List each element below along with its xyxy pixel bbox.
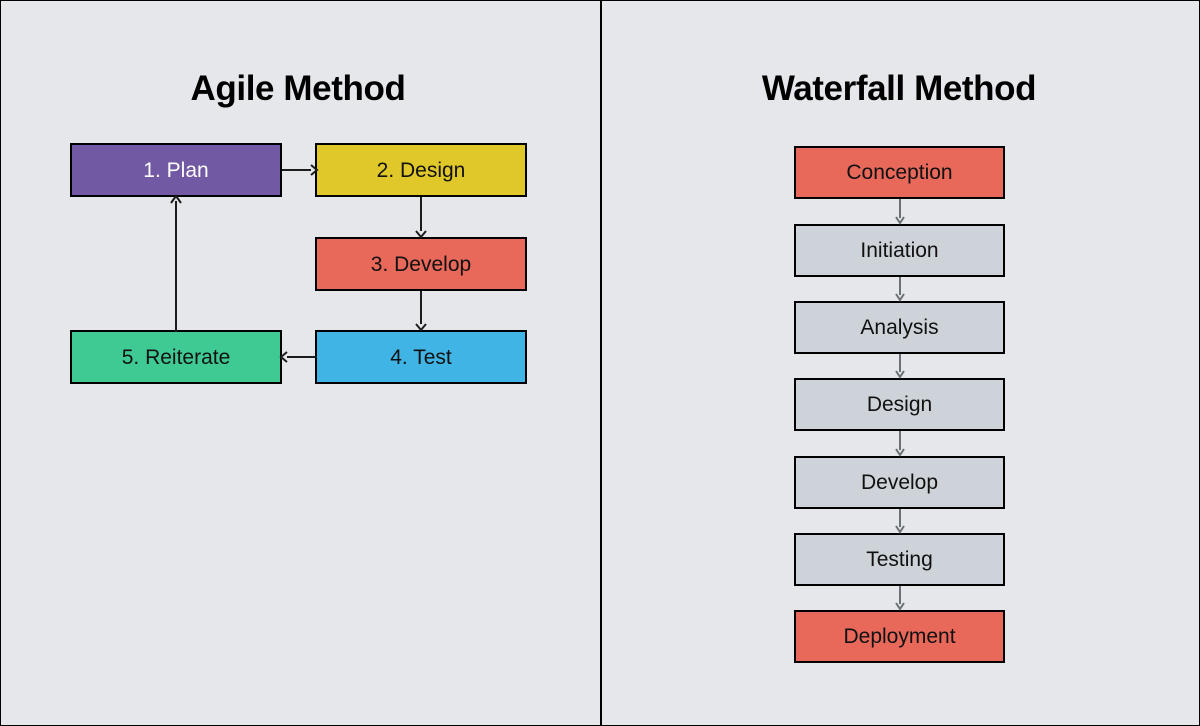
node-label: Analysis — [860, 316, 939, 339]
node-label: Testing — [866, 548, 933, 571]
arrow-develop-to-testing — [888, 509, 912, 534]
arrow-plan-to-design — [282, 158, 319, 182]
waterfall-node-deployment[interactable]: Deployment — [794, 610, 1005, 663]
arrow-design-to-develop — [888, 431, 912, 457]
waterfall-node-design[interactable]: Design — [794, 378, 1005, 431]
waterfall-panel-title: Waterfall Method — [761, 69, 1037, 108]
arrow-testing-to-deployment — [888, 586, 912, 611]
arrow-conception-to-initiation — [888, 199, 912, 225]
arrow-initiation-to-analysis — [888, 277, 912, 302]
node-label: 4. Test — [390, 345, 452, 369]
agile-node-2-design[interactable]: 2. Design — [315, 143, 527, 197]
node-label: Design — [866, 393, 933, 416]
agile-node-5-reiterate[interactable]: 5. Reiterate — [70, 330, 282, 384]
node-label: 3. Develop — [370, 252, 472, 276]
arrow-design-to-develop — [409, 197, 433, 239]
node-label: Deployment — [843, 625, 956, 648]
panel-divider — [600, 1, 602, 725]
node-label: 5. Reiterate — [121, 345, 231, 369]
arrow-develop-to-test — [409, 291, 433, 332]
arrow-reiterate-to-plan — [164, 194, 188, 332]
waterfall-node-analysis[interactable]: Analysis — [794, 301, 1005, 354]
node-label: Conception — [846, 161, 953, 184]
waterfall-node-develop[interactable]: Develop — [794, 456, 1005, 509]
waterfall-node-initiation[interactable]: Initiation — [794, 224, 1005, 277]
agile-node-1-plan[interactable]: 1. Plan — [70, 143, 282, 197]
agile-node-3-develop[interactable]: 3. Develop — [315, 237, 527, 291]
waterfall-node-conception[interactable]: Conception — [794, 146, 1005, 199]
arrow-analysis-to-design — [888, 354, 912, 379]
arrow-test-to-reiterate — [279, 345, 317, 369]
node-label: 1. Plan — [143, 158, 209, 182]
agile-panel-title: Agile Method — [190, 69, 406, 108]
node-label: 2. Design — [376, 158, 466, 182]
node-label: Initiation — [860, 239, 939, 262]
waterfall-node-testing[interactable]: Testing — [794, 533, 1005, 586]
agile-node-4-test[interactable]: 4. Test — [315, 330, 527, 384]
node-label: Develop — [860, 471, 939, 494]
